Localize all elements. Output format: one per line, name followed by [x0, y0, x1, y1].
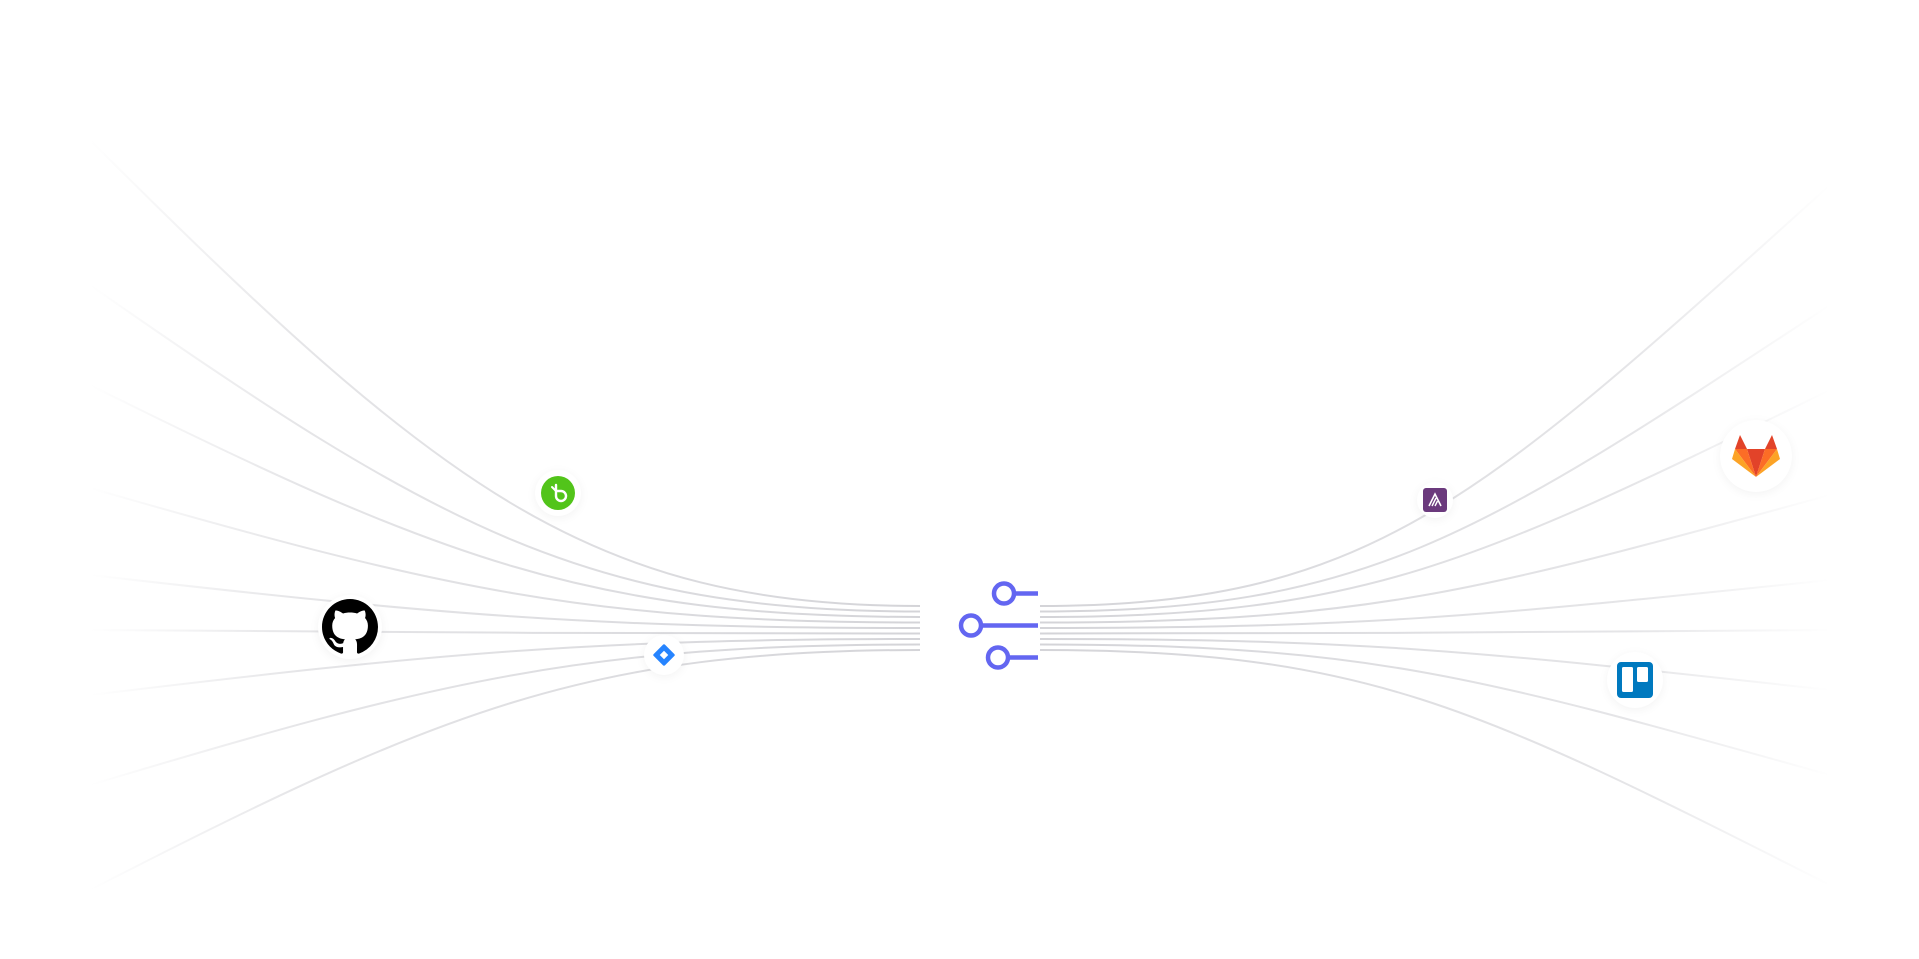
connection-line [89, 384, 921, 618]
right-connection-lines [1039, 184, 1831, 886]
github-node[interactable] [318, 595, 382, 659]
bitbucket-bucket-icon [541, 476, 575, 510]
connection-line [1039, 184, 1831, 607]
connection-line [1039, 643, 1831, 776]
heroku-node[interactable] [1417, 482, 1453, 518]
connection-line [89, 649, 921, 891]
jira-diamond-icon [653, 644, 675, 666]
connection-line [89, 284, 921, 613]
connection-line [1039, 629, 1831, 635]
connection-line [1039, 579, 1831, 629]
connection-line [1039, 389, 1831, 618]
integrations-hub-icon[interactable] [958, 580, 1042, 677]
gitlab-node[interactable] [1720, 420, 1792, 492]
hub-icon-graphic [958, 581, 1038, 670]
connection-line [1039, 494, 1831, 624]
connection-line [1039, 638, 1831, 691]
trello-board-icon [1617, 662, 1653, 698]
connection-line [1039, 304, 1831, 613]
left-connection-lines [89, 139, 921, 891]
connection-line [89, 487, 921, 624]
connection-line [89, 638, 921, 696]
github-octocat-icon [322, 599, 378, 654]
connection-line [89, 629, 921, 635]
connection-line [89, 574, 921, 629]
gitlab-fox-icon [1732, 435, 1780, 477]
bitbucket-node[interactable] [535, 470, 581, 516]
connection-line [1039, 649, 1831, 886]
jira-node[interactable] [644, 635, 684, 675]
heroku-icon [1423, 488, 1447, 512]
trello-node[interactable] [1607, 652, 1663, 708]
connection-line [89, 643, 921, 786]
connection-line [89, 139, 921, 607]
